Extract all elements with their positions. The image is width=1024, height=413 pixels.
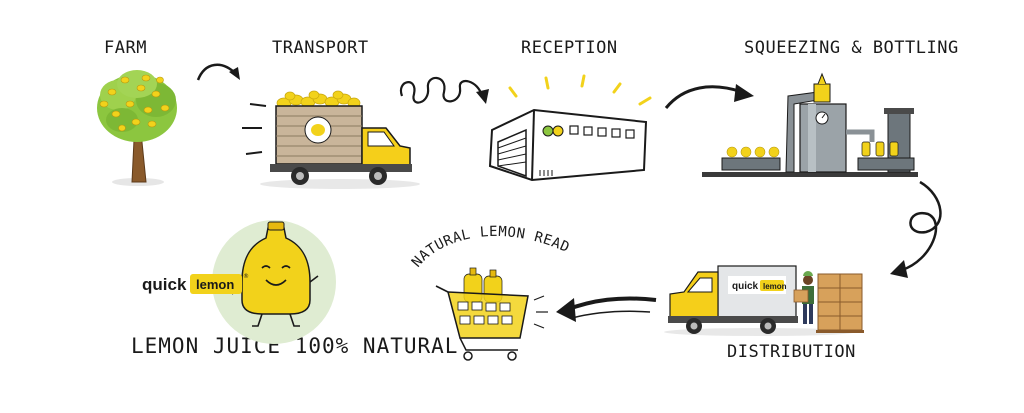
warehouse-icon: [488, 74, 652, 182]
brand-logo-lemon: lemon: [196, 277, 234, 292]
lemon-bottle-mascot-icon: [212, 220, 336, 344]
delivery-truck-icon: quick lemon: [664, 265, 864, 336]
step-label-reception: RECEPTION: [521, 38, 618, 58]
step-label-transport: TRANSPORT: [272, 38, 369, 58]
truck-icon: [242, 90, 420, 189]
arrow-icon: [664, 85, 743, 109]
arrow-icon: [901, 180, 942, 272]
step-label-farm: FARM: [104, 38, 147, 58]
brand-registered-mark: ®: [243, 273, 249, 280]
arrow-icon: [399, 76, 484, 104]
step-label-squeezing: SQUEEZING & BOTTLING: [744, 38, 959, 58]
factory-icon: [702, 72, 918, 177]
step-label-distribution: DISTRIBUTION: [727, 342, 856, 362]
truck-brand-quick: quick: [732, 281, 759, 292]
brand-logo: quick lemon ®: [142, 273, 249, 294]
tree-icon: [97, 70, 177, 186]
arrow-icon: [565, 296, 657, 312]
brand-logo-quick: quick: [142, 275, 187, 294]
truck-brand-lemon: lemon: [763, 282, 787, 291]
